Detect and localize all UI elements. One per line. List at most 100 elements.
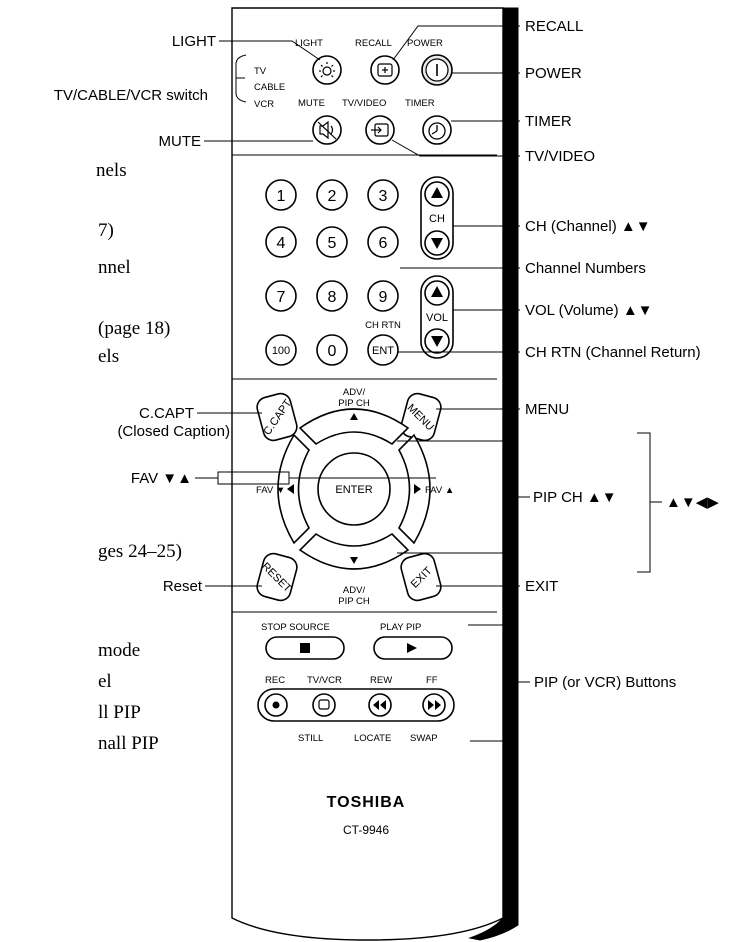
digit-6-button[interactable]: 6 (367, 226, 399, 258)
callout-vol: VOL (Volume) ▲▼ (525, 302, 653, 319)
arrows-bracket (637, 432, 651, 573)
exit-button[interactable]: EXIT (399, 551, 443, 602)
nav-left-button[interactable] (277, 433, 310, 545)
play-icon (407, 643, 417, 653)
digit-8-button[interactable]: 8 (316, 280, 348, 312)
menu-button[interactable]: MENU (399, 391, 443, 442)
swap-label: SWAP (410, 733, 438, 744)
fast-forward-icon (428, 700, 441, 710)
adv-bottom-label-1: ADV/ (343, 585, 366, 596)
switch-vcr-label: VCR (254, 99, 274, 110)
ch-up-button[interactable] (424, 181, 450, 207)
timer-button-label: TIMER (405, 98, 435, 109)
digit-5-button[interactable]: 5 (316, 226, 348, 258)
digit-1-button[interactable]: 1 (265, 179, 297, 211)
play-pip-button[interactable] (373, 636, 453, 660)
svg-text:1: 1 (277, 188, 286, 205)
ff-button[interactable] (422, 693, 446, 717)
mute-button[interactable] (312, 115, 342, 145)
enter-button[interactable]: ENTER (317, 452, 391, 526)
vol-rocker: VOL (420, 275, 454, 359)
tv-cable-vcr-switch[interactable]: TV CABLE VCR (235, 54, 285, 110)
callout-ch-rtn: CH RTN (Channel Return) (525, 344, 701, 361)
callout-menu: MENU (525, 401, 569, 418)
svg-text:0: 0 (328, 343, 337, 360)
vol-down-button[interactable] (424, 328, 450, 354)
power-button-label: POWER (407, 38, 443, 49)
leader-light (219, 40, 321, 61)
callout-pip-ch: PIP CH ▲▼ (533, 489, 617, 506)
ch-rtn-button[interactable]: ENT (367, 334, 399, 366)
stop-icon (300, 643, 310, 653)
left-text-1: nels (96, 160, 127, 181)
fav-left-label: FAV ▼ (256, 485, 285, 496)
left-text-2: 7) (98, 220, 114, 241)
pip-vcr-bracket (468, 624, 519, 742)
callout-light: LIGHT (172, 33, 216, 50)
callout-pip-vcr: PIP (or VCR) Buttons (534, 674, 676, 691)
svg-text:6: 6 (379, 235, 388, 252)
record-icon (272, 701, 280, 709)
callout-tvvideo: TV/VIDEO (525, 148, 595, 165)
ch-rtn-label: CH RTN (365, 320, 401, 331)
number-pad: 1 2 3 4 5 6 7 8 9 100 0 CH RTN ENT (265, 179, 401, 366)
left-text-7: mode (98, 640, 140, 661)
svg-text:8: 8 (328, 289, 337, 306)
callout-recall: RECALL (525, 18, 583, 35)
tvvcr-button[interactable] (312, 693, 336, 717)
ch-rocker: CH (420, 176, 454, 260)
callout-mute: MUTE (159, 133, 202, 150)
ff-label: FF (426, 675, 438, 686)
reset-button[interactable]: RESET (255, 551, 299, 602)
tvvideo-button[interactable] (365, 115, 395, 145)
up-arrow-icon (431, 187, 443, 198)
vol-rocker-label: VOL (426, 312, 448, 324)
callout-arrows: ▲▼◀▶ (666, 494, 719, 511)
ch-down-button[interactable] (424, 230, 450, 256)
digit-7-button[interactable]: 7 (265, 280, 297, 312)
mute-icon (317, 120, 337, 140)
stop-source-button[interactable] (265, 636, 345, 660)
up-arrow-icon (350, 413, 358, 420)
left-text-4: (page 18) (98, 318, 170, 339)
up-arrow-icon (431, 286, 443, 297)
left-text-5: els (98, 346, 119, 367)
digit-9-button[interactable]: 9 (367, 280, 399, 312)
digit-2-button[interactable]: 2 (316, 179, 348, 211)
nav-up-button[interactable] (298, 408, 410, 446)
left-text-3: nnel (98, 257, 131, 278)
stop-source-label: STOP SOURCE (261, 622, 330, 633)
clock-icon (428, 122, 446, 140)
recall-button[interactable] (370, 55, 400, 85)
down-arrow-icon (431, 336, 443, 347)
tvvcr-label: TV/VCR (307, 675, 342, 686)
callout-fav: FAV ▼▲ (131, 470, 192, 487)
svg-text:100: 100 (272, 345, 290, 357)
digit-3-button[interactable]: 3 (367, 179, 399, 211)
leader-fav (195, 471, 290, 485)
rew-button[interactable] (368, 693, 392, 717)
svg-text:3: 3 (379, 188, 388, 205)
brand-logo: TOSHIBA (327, 794, 406, 811)
left-arrow-icon (287, 484, 294, 494)
callout-reset: Reset (163, 578, 203, 595)
nav-right-button[interactable] (398, 433, 431, 545)
timer-button[interactable] (422, 115, 452, 145)
locate-label: LOCATE (354, 733, 391, 744)
recall-button-label: RECALL (355, 38, 392, 49)
nav-down-button[interactable] (298, 532, 410, 570)
power-button[interactable] (421, 54, 453, 86)
digit-100-button[interactable]: 100 (265, 334, 297, 366)
vol-up-button[interactable] (424, 280, 450, 306)
callout-timer: TIMER (525, 113, 572, 130)
ccapt-button[interactable]: C.CAPT (255, 391, 299, 442)
ch-rocker-label: CH (429, 213, 445, 225)
light-button[interactable] (312, 55, 342, 85)
input-icon (371, 123, 389, 137)
switch-cable-label: CABLE (254, 82, 285, 93)
digit-0-button[interactable]: 0 (316, 334, 348, 366)
callout-ccapt-sub: (Closed Caption) (117, 423, 230, 440)
digit-4-button[interactable]: 4 (265, 226, 297, 258)
remote-shadow (468, 7, 519, 941)
rec-button[interactable] (264, 693, 288, 717)
